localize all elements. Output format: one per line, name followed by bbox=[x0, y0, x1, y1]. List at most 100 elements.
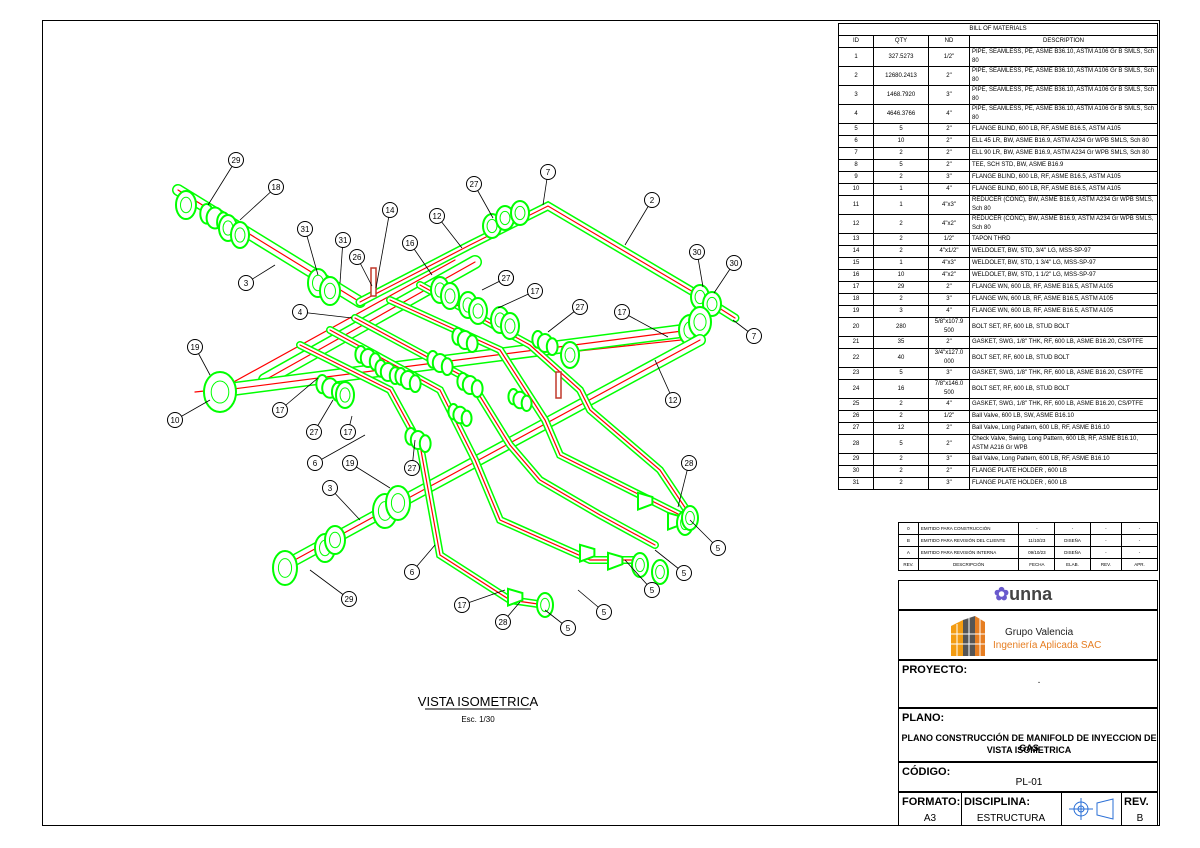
bom-nd: 2" bbox=[928, 422, 970, 435]
flange bbox=[324, 525, 346, 555]
drawing-frame bbox=[42, 20, 1160, 826]
callout-circle bbox=[335, 232, 351, 248]
bom-nd: 4" bbox=[928, 183, 970, 196]
bom-id: 27 bbox=[838, 422, 874, 435]
callout-balloon: 19 bbox=[187, 339, 211, 376]
bom-id: 11 bbox=[838, 195, 874, 215]
callout-number: 5 bbox=[566, 624, 571, 633]
revision-cell: EMITIDO PARA CONSTRUCCIÓN bbox=[917, 522, 1020, 535]
callout-balloon: 17 bbox=[614, 304, 669, 338]
callout-balloon: 6 bbox=[307, 434, 366, 471]
callout-balloon: 12 bbox=[429, 208, 463, 249]
bom-description: FLANGE BLIND, 600 LB, RF, ASME B16.5, AS… bbox=[969, 183, 1158, 196]
callout-circle bbox=[710, 540, 726, 556]
bom-id: 3 bbox=[838, 85, 874, 105]
pipe-centerline bbox=[329, 329, 641, 561]
proyecto-label: PROYECTO: bbox=[902, 664, 968, 676]
revision-cell: - bbox=[1120, 534, 1159, 547]
flange bbox=[175, 190, 197, 220]
rev-cell: REV. B bbox=[1121, 793, 1159, 825]
callout-number: 17 bbox=[531, 287, 540, 296]
callout-balloon: 30 bbox=[689, 244, 705, 288]
callout-balloon: 3 bbox=[322, 480, 361, 521]
valve-flange bbox=[460, 409, 473, 427]
bom-qty: 2 bbox=[873, 453, 929, 466]
plano-label: PLANO: bbox=[902, 712, 945, 724]
projection-symbol-cell bbox=[1061, 793, 1122, 825]
callout-number: 5 bbox=[602, 608, 607, 617]
callout-circle bbox=[540, 164, 556, 180]
bom-nd: 3" bbox=[928, 453, 970, 466]
bom-qty: 2 bbox=[873, 477, 929, 490]
footer-box: FORMATO: A3 DISCIPLINA: ESTRUCTURA REV. … bbox=[898, 792, 1158, 826]
bom-nd: 2" bbox=[928, 336, 970, 349]
bom-nd: 4"x3" bbox=[928, 257, 970, 270]
callout-balloon: 27 bbox=[404, 439, 420, 476]
view-scale: Esc. 1/30 bbox=[461, 715, 495, 724]
bom-description: PIPE, SEAMLESS, PE, ASME B36.10, ASTM A1… bbox=[969, 104, 1158, 124]
revision-cell: DISEÑA bbox=[1054, 534, 1091, 547]
bom-description: BOLT SET, RF, 600 LB, STUD BOLT bbox=[969, 348, 1158, 368]
bom-qty: 12680.2413 bbox=[873, 66, 929, 86]
bom-id: 20 bbox=[838, 317, 874, 337]
callout-balloon: 7 bbox=[732, 319, 762, 344]
valve-flange bbox=[465, 334, 479, 354]
bom-description: PIPE, SEAMLESS, PE, ASME B36.10, ASTM A1… bbox=[969, 47, 1158, 67]
bom-nd: 3" bbox=[928, 477, 970, 490]
bom-header-id: ID bbox=[838, 35, 874, 48]
callout-number: 6 bbox=[313, 459, 318, 468]
callout-balloon: 31 bbox=[335, 232, 351, 284]
revision-cell: A bbox=[898, 546, 919, 559]
callout-balloon: 26 bbox=[349, 249, 373, 287]
callout-balloon: 10 bbox=[167, 399, 211, 428]
flange-bore bbox=[277, 558, 293, 578]
callout-number: 31 bbox=[339, 236, 348, 245]
bom-description: FLANGE BLIND, 600 LB, RF, ASME B16.5, AS… bbox=[969, 171, 1158, 184]
callout-circle bbox=[498, 270, 514, 286]
bom-description: TEE, SCH STD, BW, ASME B16.9 bbox=[969, 159, 1158, 172]
bom-description: PIPE, SEAMLESS, PE, ASME B36.10, ASTM A1… bbox=[969, 85, 1158, 105]
callout-balloon: 5 bbox=[624, 559, 660, 598]
callout-circle bbox=[746, 328, 762, 344]
callout-circle bbox=[466, 176, 482, 192]
bom-qty: 1468.7920 bbox=[873, 85, 929, 105]
revision-cell: EMITIDO PARA REVISIÓN INTERNA bbox=[917, 546, 1020, 559]
rev-label: REV. bbox=[1124, 796, 1149, 808]
revision-cell: B bbox=[898, 534, 919, 547]
callout-number: 18 bbox=[272, 183, 281, 192]
disciplina-value: ESTRUCTURA bbox=[976, 813, 1046, 824]
bom-description: BOLT SET, RF, 600 LB, STUD BOLT bbox=[969, 379, 1158, 399]
callout-number: 3 bbox=[244, 279, 249, 288]
bom-nd: 3/4"x127.0 000 bbox=[928, 348, 970, 368]
plano-box: PLANO: PLANO CONSTRUCCIÓN DE MANIFOLD DE… bbox=[898, 708, 1158, 762]
blind-flange-5 bbox=[681, 505, 699, 531]
flange-bore bbox=[486, 218, 498, 234]
bom-qty: 2 bbox=[873, 410, 929, 423]
callout-leader bbox=[375, 209, 391, 289]
view-title: VISTA ISOMETRICA bbox=[418, 694, 539, 709]
callout-number: 2 bbox=[650, 196, 655, 205]
bom-qty: 1 bbox=[873, 195, 929, 215]
bom-id: 23 bbox=[838, 367, 874, 380]
check-valve-28 bbox=[579, 543, 596, 564]
bom-qty: 2 bbox=[873, 233, 929, 246]
callout-circle bbox=[527, 283, 543, 299]
bom-description: GASKET, SWG, 1/8" THK, RF, 600 LB, ASME … bbox=[969, 336, 1158, 349]
callout-balloon: 5 bbox=[577, 589, 612, 620]
callout-number: 27 bbox=[310, 428, 319, 437]
callout-number: 17 bbox=[458, 601, 467, 610]
callout-number: 5 bbox=[650, 586, 655, 595]
bom-description: FLANGE WN, 600 LB, RF, ASME B16.5, ASTM … bbox=[969, 305, 1158, 318]
callout-balloon: 27 bbox=[498, 270, 514, 286]
bom-id: 18 bbox=[838, 293, 874, 306]
bom-qty: 29 bbox=[873, 281, 929, 294]
